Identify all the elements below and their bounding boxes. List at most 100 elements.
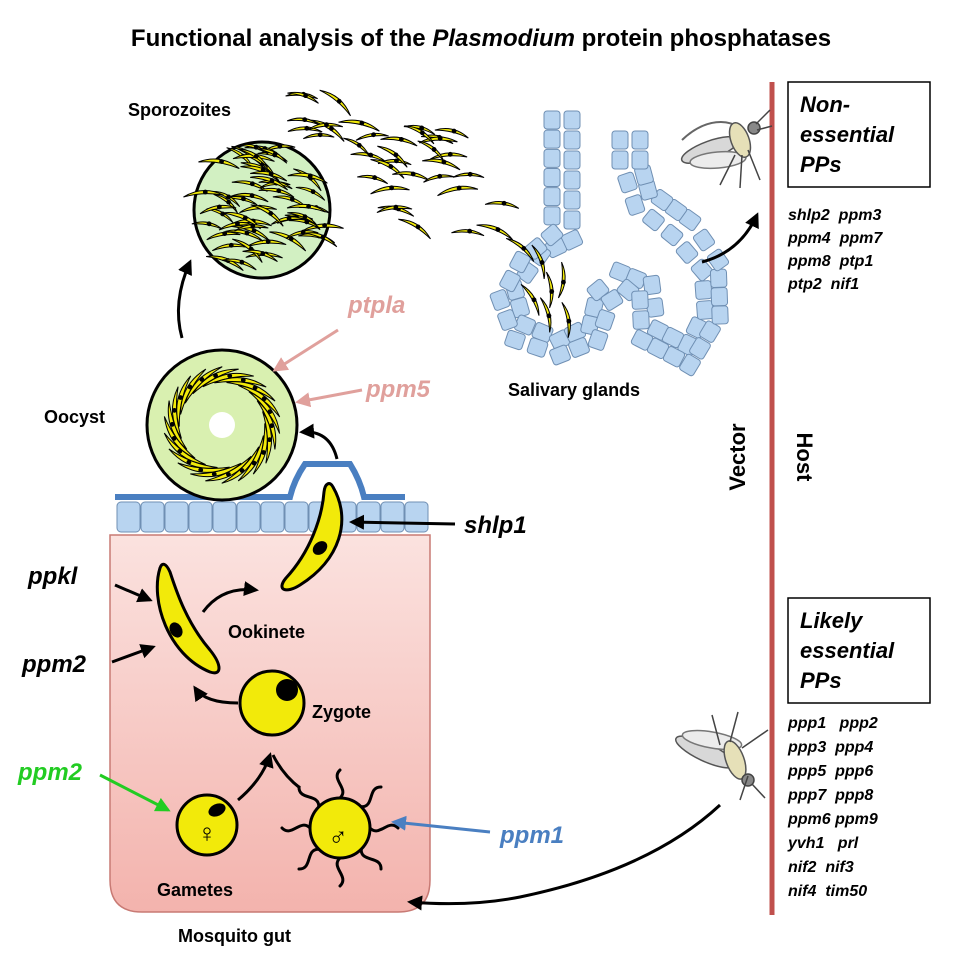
gland-cell <box>543 110 561 130</box>
gland-cell <box>611 130 629 150</box>
ookinete-retort <box>155 562 221 675</box>
sporozoite <box>258 187 295 198</box>
sporozoite <box>377 158 412 166</box>
sporozoite <box>198 158 240 169</box>
epithelial-cell <box>284 501 309 533</box>
likely-essential-genes-row-7: nif2 nif3 <box>788 859 854 876</box>
sporozoite <box>287 172 328 184</box>
gland-cell <box>694 280 713 300</box>
sporozoite <box>286 117 319 125</box>
label-zygote: Zygote <box>312 702 371 722</box>
gland-sporozoite <box>561 301 572 338</box>
likely-essential-title-line-3: PPs <box>800 668 842 693</box>
gene-label-ptpla: ptpla <box>347 292 405 319</box>
epithelial-cell <box>188 501 213 533</box>
zygote <box>238 669 306 737</box>
flagellum <box>297 785 321 809</box>
epithelial-cell <box>260 501 285 533</box>
gland-sporozoite <box>520 283 540 316</box>
arrow-oocyst-to-sporozoites <box>176 259 192 339</box>
epithelial-cell <box>236 501 261 533</box>
non-essential-genes-row-1: shlp2 ppm3 <box>788 207 881 224</box>
likely-essential-genes-row-3: ppp5 ppp6 <box>787 763 873 780</box>
mosquito-lower-icon <box>674 711 769 801</box>
label-sporozoites: Sporozoites <box>128 100 231 120</box>
gland-cell <box>692 228 716 252</box>
epithelial-cell <box>116 501 141 533</box>
sporozoite <box>287 212 318 226</box>
sporozoite <box>288 218 321 229</box>
sporozoite <box>199 204 237 215</box>
arrow-ookinete-to-oocyst <box>299 423 339 460</box>
epithelial-cell <box>212 501 237 533</box>
gland-cell <box>568 337 590 358</box>
likely-essential-title-line-1: Likely <box>800 608 864 633</box>
gland-cell <box>710 286 729 307</box>
gland-cell <box>617 171 638 194</box>
epithelial-cell <box>164 501 189 533</box>
gland-cell <box>624 194 646 216</box>
sporozoite <box>376 204 413 214</box>
label-ookinete: Ookinete <box>228 622 305 642</box>
label-oocyst: Oocyst <box>44 407 105 427</box>
sporozoite <box>222 258 257 271</box>
sporozoite <box>222 212 261 230</box>
oocyst <box>145 348 299 502</box>
gene-label-ppkl: ppkl <box>27 563 79 590</box>
non-essential-title-line-3: PPs <box>800 152 842 177</box>
non-essential-genes-row-3: ppm8 ptp1 <box>787 253 873 270</box>
arrow-ppm2-black <box>111 644 156 664</box>
gland-cell <box>679 353 701 377</box>
sporozoite <box>380 136 418 147</box>
sporozoites-cluster <box>183 89 520 280</box>
sporozoite <box>295 186 326 201</box>
gut-epithelium <box>116 501 429 533</box>
sporozoite <box>231 180 268 192</box>
label-gametes: Gametes <box>157 880 233 900</box>
gland-sporozoite <box>545 271 555 309</box>
flagellum <box>359 785 383 809</box>
sporozoite <box>257 148 288 164</box>
arrow-ptpla <box>272 328 339 372</box>
arrow-retort-to-ookinete <box>201 581 259 613</box>
sporozoite <box>451 228 485 237</box>
flagellum <box>297 847 321 871</box>
sporozoite <box>286 203 326 213</box>
arrow-male-to-zygote <box>271 754 301 790</box>
likely-essential-genes-row-4: ppp7 ppp8 <box>787 787 873 804</box>
sporozoite <box>422 158 461 171</box>
sporozoite <box>355 132 389 141</box>
sporozoite <box>434 128 469 139</box>
non-essential-genes-row-4: ptp2 nif1 <box>787 276 859 293</box>
arrow-host-to-gut <box>407 803 722 911</box>
non-essential-genes-row-2: ppm4 ppm7 <box>787 230 883 247</box>
sporozoite <box>250 171 288 182</box>
gland-cell <box>587 329 609 351</box>
sporozoite <box>206 231 241 241</box>
sporozoite <box>484 200 520 209</box>
salivary-glands <box>489 110 730 377</box>
gut-membrane <box>115 461 405 500</box>
arrow-glands-to-host <box>701 212 759 264</box>
gland-cell <box>631 150 649 170</box>
gland-cell <box>563 210 581 230</box>
likely-essential-genes-row-6: yvh1 prl <box>787 835 859 852</box>
sporozoite <box>357 174 388 185</box>
epithelial-cell <box>380 501 405 533</box>
likely-essential-genes-row-2: ppp3 ppp4 <box>787 739 873 756</box>
epithelial-cell <box>404 501 429 533</box>
epithelial-cell <box>356 501 381 533</box>
gland-cell <box>543 168 561 187</box>
lifecycle-arrows <box>176 212 759 911</box>
sporozoite <box>437 185 479 197</box>
likely-essential-genes-row-1: ppp1 ppp2 <box>787 715 878 732</box>
oocyst-sporozoite <box>248 391 281 434</box>
gland-cell <box>600 289 624 311</box>
sporozoite <box>452 171 485 179</box>
sporozoite <box>319 89 351 117</box>
gland-cell <box>642 208 665 232</box>
label-host: Host <box>792 433 817 483</box>
gland-cell <box>563 130 581 150</box>
label-salivary-glands: Salivary glands <box>508 380 640 400</box>
